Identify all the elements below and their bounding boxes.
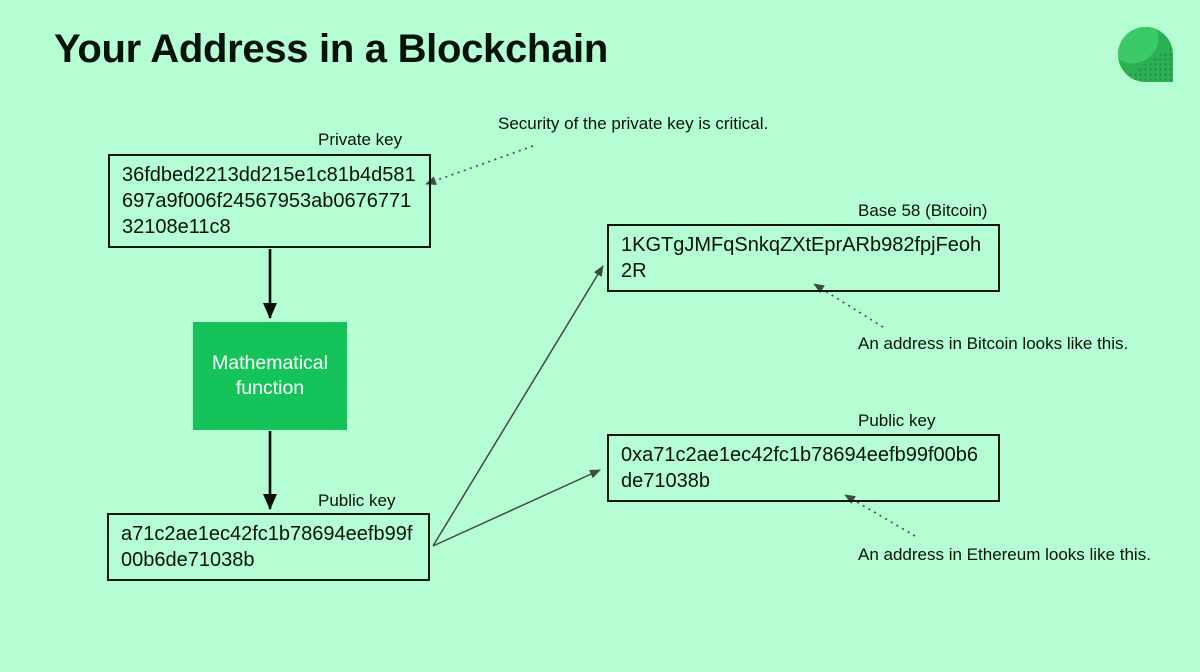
bitcoin-address-box: 1KGTgJMFqSnkqZXtEprARb982fpjFeoh2R xyxy=(607,224,1000,292)
ethereum-address-box: 0xa71c2ae1ec42fc1b78694eefb99f00b6de7103… xyxy=(607,434,1000,502)
leaf-logo-icon xyxy=(1118,27,1173,82)
math-function-label: Mathematical function xyxy=(212,352,328,399)
ethereum-address-label: Public key xyxy=(858,411,936,430)
public-key-label: Public key xyxy=(318,491,396,510)
bitcoin-annotation: An address in Bitcoin looks like this. xyxy=(858,334,1129,353)
line-public-to-bitcoin xyxy=(432,265,604,547)
security-annotation: Security of the private key is critical. xyxy=(498,114,769,133)
math-function-box: Mathematical function xyxy=(193,322,347,430)
bitcoin-address-value: 1KGTgJMFqSnkqZXtEprARb982fpjFeoh2R xyxy=(621,234,982,282)
line-public-to-ethereum xyxy=(432,469,601,547)
public-key-box: a71c2ae1ec42fc1b78694eefb99f00b6de71038b xyxy=(107,513,430,581)
ethereum-annotation: An address in Ethereum looks like this. xyxy=(858,545,1151,564)
ethereum-address-value: 0xa71c2ae1ec42fc1b78694eefb99f00b6de7103… xyxy=(621,444,978,492)
page-title: Your Address in a Blockchain xyxy=(54,27,608,71)
bitcoin-address-label: Base 58 (Bitcoin) xyxy=(858,201,988,220)
private-key-box: 36fdbed2213dd215e1c81b4d581697a9f006f245… xyxy=(108,154,431,248)
private-key-label: Private key xyxy=(318,130,403,149)
private-key-value: 36fdbed2213dd215e1c81b4d581697a9f006f245… xyxy=(122,164,416,238)
public-key-value: a71c2ae1ec42fc1b78694eefb99f00b6de71038b xyxy=(121,523,413,571)
dotted-arrow-security-note xyxy=(425,145,534,185)
